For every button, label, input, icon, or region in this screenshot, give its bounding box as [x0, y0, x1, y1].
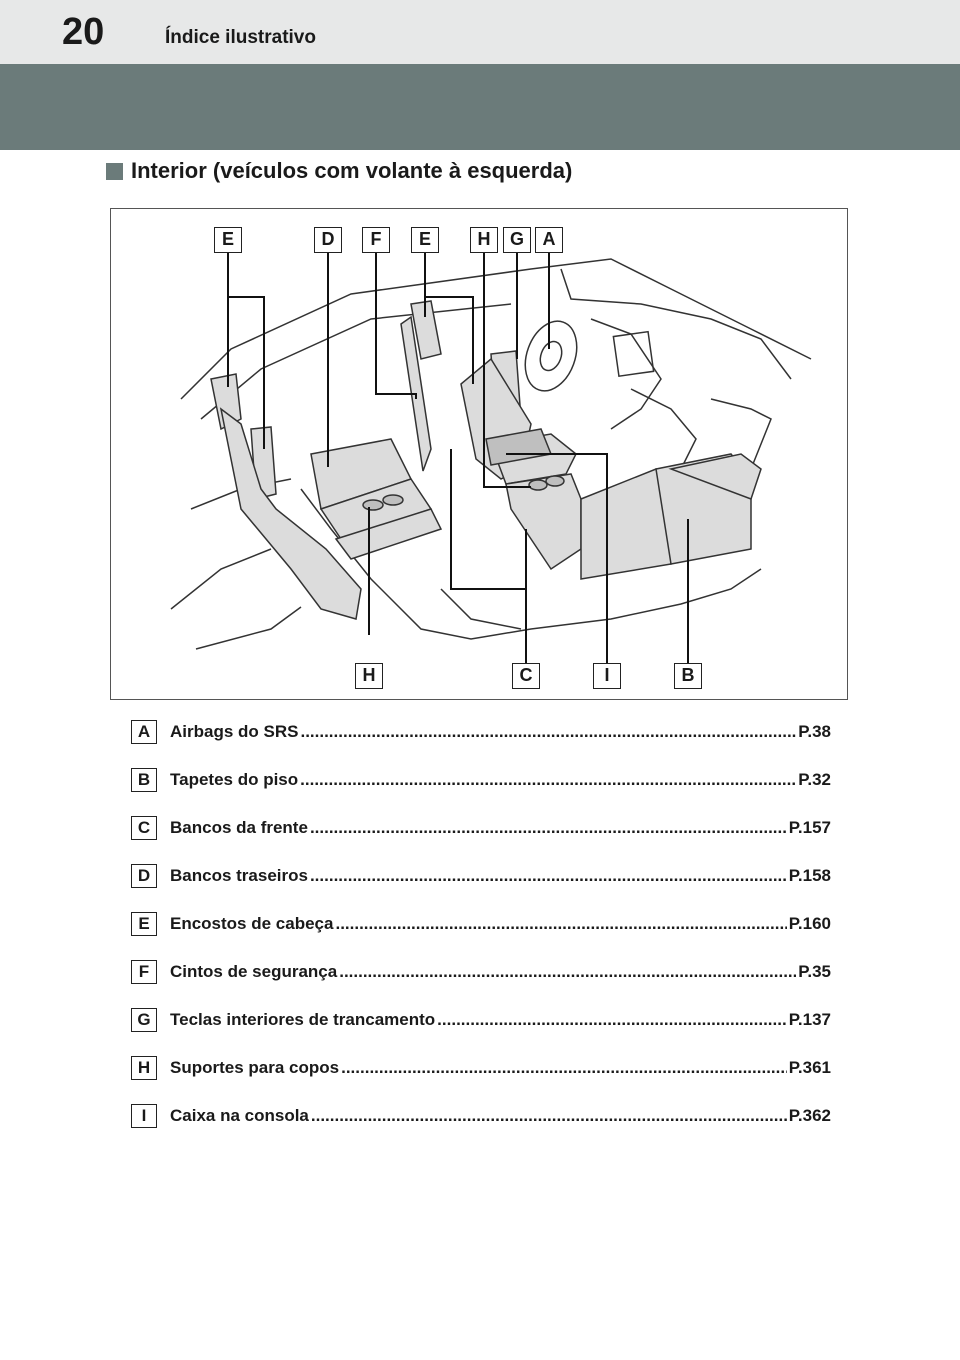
index-label: Bancos da frente: [170, 818, 308, 837]
dot-leader: [437, 1010, 787, 1030]
car-interior-drawing: [170, 253, 812, 675]
index-item[interactable]: E Encostos de cabeça P.160: [131, 910, 831, 938]
heading-bullet-icon: [106, 162, 123, 180]
callout-tag: H: [470, 227, 498, 253]
section-title: Índice ilustrativo: [165, 27, 316, 48]
page-reference[interactable]: P.157: [788, 818, 831, 837]
page-reference[interactable]: P.35: [798, 962, 831, 981]
page-header-bar: 20 Índice ilustrativo: [0, 0, 960, 64]
dot-leader: [310, 866, 787, 886]
index-label: Cintos de segurança: [170, 962, 338, 981]
index-letter: E: [131, 912, 157, 936]
index-letter: G: [131, 1008, 157, 1032]
index-label: Tapetes do piso: [170, 770, 299, 789]
index-label: Encostos de cabeça: [170, 914, 334, 933]
dot-leader: [311, 1106, 787, 1126]
callout-tag: H: [355, 663, 383, 689]
heading-text: Interior (veículos com volante à esquerd…: [131, 158, 573, 183]
index-label: Bancos traseiros: [170, 866, 308, 885]
index-item[interactable]: D Bancos traseiros P.158: [131, 862, 831, 890]
page-reference[interactable]: P.362: [788, 1106, 831, 1125]
index-item[interactable]: A Airbags do SRS P.38: [131, 718, 831, 746]
callout-tag: E: [214, 227, 242, 253]
callout-tag: I: [593, 663, 621, 689]
index-item[interactable]: I Caixa na consola P.362: [131, 1102, 831, 1130]
page-reference[interactable]: P.361: [788, 1058, 831, 1077]
index-letter: A: [131, 720, 157, 744]
page-reference[interactable]: P.32: [798, 770, 831, 789]
callout-tag: G: [503, 227, 531, 253]
index-item[interactable]: F Cintos de segurança P.35: [131, 958, 831, 986]
dot-leader: [300, 722, 796, 742]
dot-leader: [300, 770, 796, 790]
callout-tag: F: [362, 227, 390, 253]
callout-tag: C: [512, 663, 540, 689]
index-label: Teclas interiores de trancamento: [170, 1010, 436, 1029]
index-item[interactable]: B Tapetes do piso P.32: [131, 766, 831, 794]
index-letter: B: [131, 768, 157, 792]
index-letter: C: [131, 816, 157, 840]
index-letter: F: [131, 960, 157, 984]
index-letter: I: [131, 1104, 157, 1128]
index-letter: D: [131, 864, 157, 888]
page-reference[interactable]: P.137: [788, 1010, 831, 1029]
callout-tag: A: [535, 227, 563, 253]
dot-leader: [339, 962, 796, 982]
index-item[interactable]: C Bancos da frente P.157: [131, 814, 831, 842]
callout-tag: B: [674, 663, 702, 689]
index-item[interactable]: H Suportes para copos P.361: [131, 1054, 831, 1082]
page-reference[interactable]: P.158: [788, 866, 831, 885]
page-reference[interactable]: P.38: [798, 722, 831, 741]
dot-leader: [335, 914, 786, 934]
callout-tag: E: [411, 227, 439, 253]
dot-leader: [341, 1058, 787, 1078]
index-label: Airbags do SRS: [170, 722, 299, 741]
index-label: Caixa na consola: [170, 1106, 309, 1125]
header-banner: [0, 64, 960, 150]
callout-tag: D: [314, 227, 342, 253]
index-label: Suportes para copos: [170, 1058, 340, 1077]
page-reference[interactable]: P.160: [788, 914, 831, 933]
section-heading: Interior (veículos com volante à esquerd…: [106, 155, 572, 187]
index-item[interactable]: G Teclas interiores de trancamento P.137: [131, 1006, 831, 1034]
index-letter: H: [131, 1056, 157, 1080]
dot-leader: [310, 818, 787, 838]
interior-illustration: E D F E H G A H C I B: [110, 208, 848, 700]
page-number: 20: [62, 11, 105, 53]
